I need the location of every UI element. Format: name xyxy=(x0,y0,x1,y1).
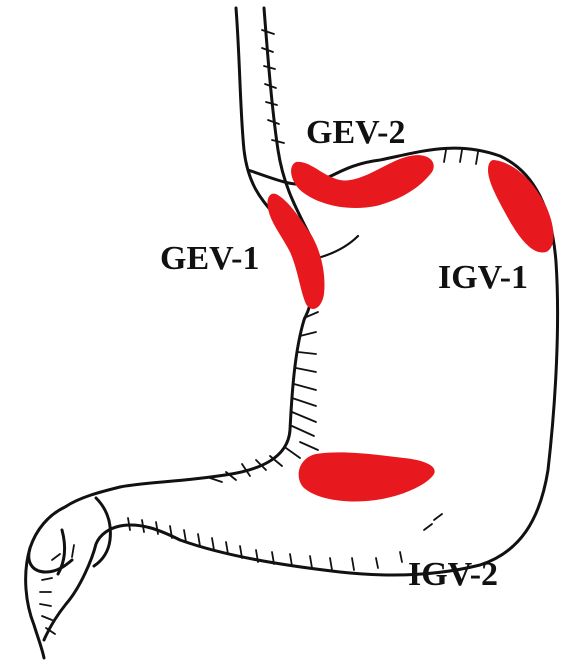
varix-igv1 xyxy=(488,160,554,253)
mucosal-folds xyxy=(40,30,478,634)
lesser-curve-hatches xyxy=(210,312,318,482)
cardia-fold xyxy=(318,236,358,258)
label-gev1: GEV-1 xyxy=(160,240,259,277)
label-gev2: GEV-2 xyxy=(306,114,405,151)
varix-igv2 xyxy=(299,452,435,501)
greater-curve-hatches xyxy=(128,150,478,570)
esophagus-hatches xyxy=(262,30,284,143)
duodenum-line xyxy=(26,548,44,658)
lesser-curvature-line xyxy=(29,8,316,572)
label-igv1: IGV-1 xyxy=(438,259,528,296)
label-igv2: IGV-2 xyxy=(408,556,498,593)
varices xyxy=(267,155,553,501)
duodenum-hatches xyxy=(40,545,74,634)
